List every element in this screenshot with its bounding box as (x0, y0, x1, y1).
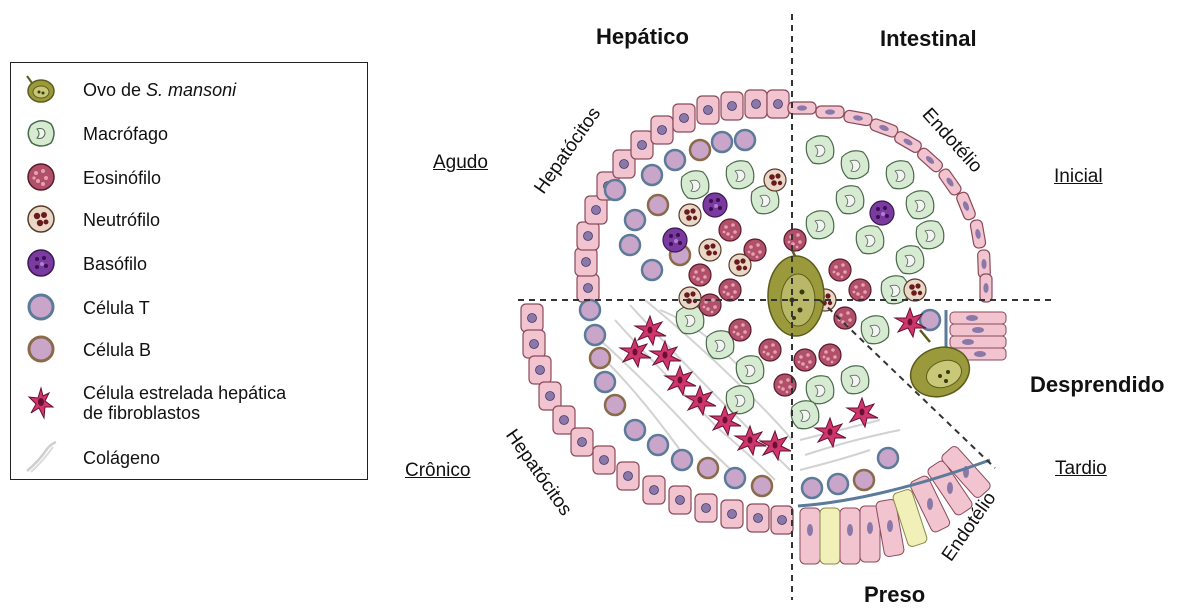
stage-label-late: Tardio (1055, 458, 1107, 480)
legend-label-b-cell: Célula B (83, 340, 151, 360)
legend-label-stellate-cell: Célula estrelada hepática de fibroblasto… (83, 383, 286, 423)
legend-item-basophil: Basófilo (11, 245, 367, 285)
legend-label-basophil: Basófilo (83, 254, 147, 274)
legend-item-b-cell: Célula B (11, 331, 367, 371)
macrophage-icon (23, 115, 59, 151)
region-label-detached: Desprendido (1030, 372, 1164, 398)
legend-item-neutrophil: Neutrófilo (11, 201, 367, 241)
stellate-cell-icon (23, 385, 59, 421)
b-cell-icon (23, 331, 59, 367)
stage-label-acute: Agudo (433, 152, 488, 174)
legend-label-egg: Ovo de S. mansoni (83, 80, 236, 100)
neutrophil-icon (23, 201, 59, 237)
legend-label-collagen: Colágeno (83, 448, 160, 468)
legend-item-stellate-cell: Célula estrelada hepática de fibroblasto… (11, 381, 367, 431)
egg-icon (23, 71, 59, 107)
legend-item-egg: Ovo de S. mansoni (11, 71, 367, 111)
stage-label-initial: Inicial (1054, 166, 1103, 188)
granuloma-illustration (400, 0, 1200, 608)
eosinophil-icon (23, 159, 59, 195)
legend-item-eosinophil: Eosinófilo (11, 159, 367, 199)
t-cell-icon (23, 289, 59, 325)
legend-label-macrophage: Macrófago (83, 124, 168, 144)
basophil-icon (23, 245, 59, 281)
legend-label-t-cell: Célula T (83, 298, 150, 318)
legend-item-collagen: Colágeno (11, 439, 367, 479)
granuloma-diagram: Hepático Intestinal Desprendido Preso Ag… (400, 0, 1200, 608)
region-label-hepatic: Hepático (596, 24, 689, 50)
region-label-trapped: Preso (864, 582, 925, 608)
legend-box: Ovo de S. mansoni Macrófago Eosinófilo N… (10, 62, 368, 480)
stage-label-chronic: Crônico (405, 460, 470, 482)
legend-item-t-cell: Célula T (11, 289, 367, 329)
central-egg (768, 250, 824, 336)
legend-label-eosinophil: Eosinófilo (83, 168, 161, 188)
legend-label-neutrophil: Neutrófilo (83, 210, 160, 230)
collagen-icon (23, 439, 59, 475)
region-label-intestinal: Intestinal (880, 26, 977, 52)
legend-item-macrophage: Macrófago (11, 115, 367, 155)
